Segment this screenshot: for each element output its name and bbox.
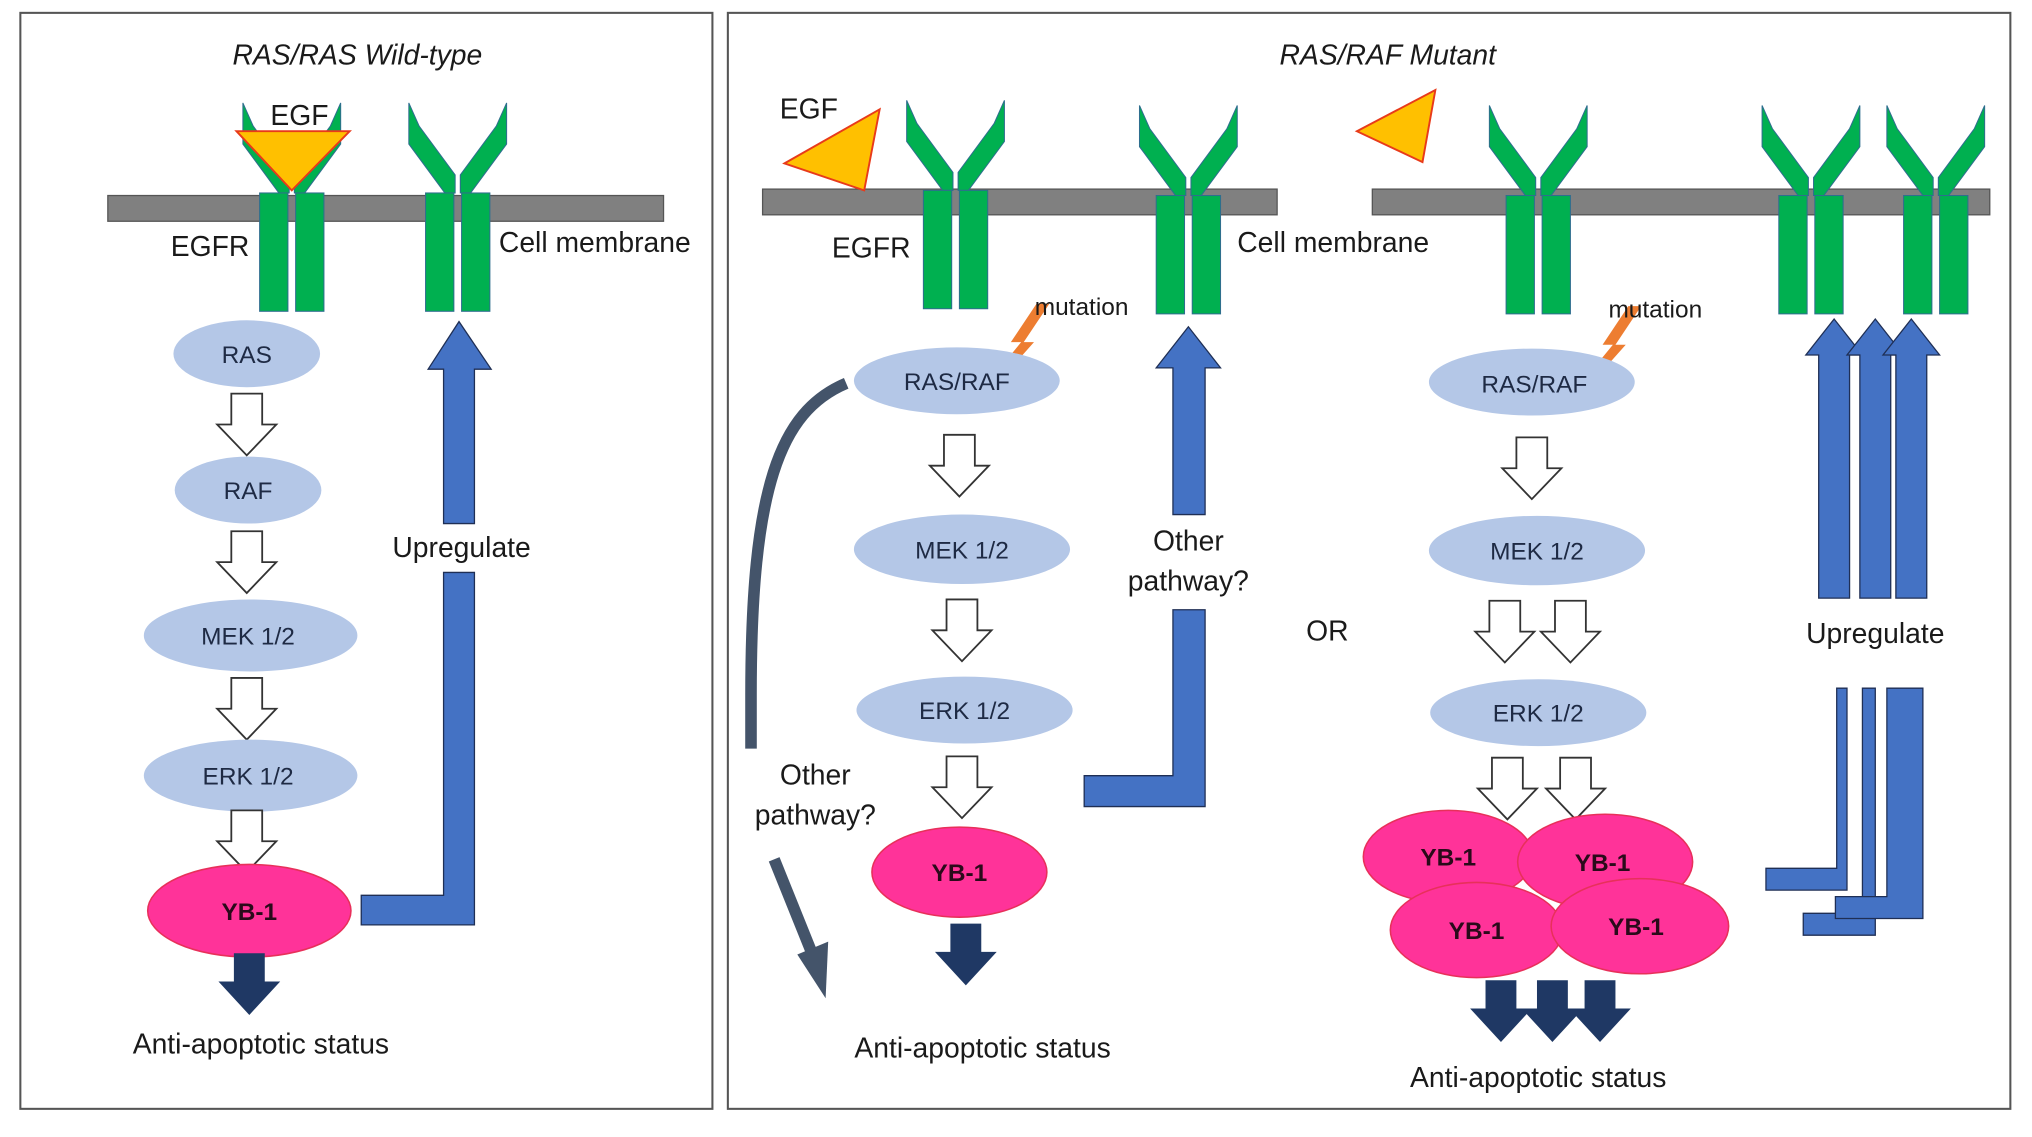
or-separator: OR xyxy=(1306,615,1348,647)
node-raf xyxy=(174,456,322,524)
node-erk xyxy=(856,676,1073,744)
node-mek-label: MEK 1/2 xyxy=(915,537,1009,564)
outcome-arrow xyxy=(1569,980,1631,1042)
panel-title: RAS/RAS Wild-type xyxy=(232,38,482,70)
cascade-arrow xyxy=(1476,756,1538,821)
node-mek xyxy=(143,599,358,672)
cascade-arrow xyxy=(216,392,278,457)
cell-membrane-label: Cell membrane xyxy=(1237,226,1429,258)
cell-membrane-label: Cell membrane xyxy=(499,226,691,258)
node-yb1-label: YB-1 xyxy=(1575,850,1631,877)
cascade-arrow xyxy=(928,433,990,498)
cascade-arrow xyxy=(931,598,993,663)
node-yb1 xyxy=(871,826,1048,918)
node-erk-label: ERK 1/2 xyxy=(1493,701,1584,728)
cell-membrane xyxy=(1371,188,1991,216)
mutation-label: mutation xyxy=(1608,297,1702,324)
other-pathway-line: pathway? xyxy=(1128,564,1249,596)
node-yb1 xyxy=(1550,877,1730,975)
node-ras-raf-label: RAS/RAF xyxy=(904,369,1010,396)
egf-label: EGF xyxy=(270,99,328,131)
outcome-arrow xyxy=(934,923,997,986)
node-ras-raf xyxy=(853,347,1060,415)
cell-membrane xyxy=(107,194,665,222)
alt-pathway-arrowhead xyxy=(797,941,829,999)
node-mek xyxy=(1428,515,1646,586)
other-pathway-arrow-upper xyxy=(1154,325,1222,516)
cascade-arrow xyxy=(216,677,278,741)
upregulate-arrow-lower xyxy=(1765,687,1848,891)
outcome-arrow xyxy=(218,953,281,1015)
node-ras-raf xyxy=(1428,348,1635,416)
egf-ligand-bound xyxy=(234,130,352,192)
upregulate-label: Upregulate xyxy=(1806,617,1944,649)
cascade-arrow xyxy=(931,755,993,820)
node-yb1-label: YB-1 xyxy=(221,899,277,926)
outcome-label: Anti-apoptotic status xyxy=(133,1028,389,1060)
outcome-label: Anti-apoptotic status xyxy=(1410,1061,1666,1093)
panel-border xyxy=(19,11,714,1110)
alt-pathway-curve xyxy=(745,378,849,749)
egf-ligand-unbound xyxy=(1354,88,1437,164)
panel-mutant: RAS/RAF Mutant EGF EGFR Cell membrane mu… xyxy=(726,11,2012,1110)
node-ras-raf-label: RAS/RAF xyxy=(1481,371,1587,398)
other-pathway-left-label: Other pathway? xyxy=(755,759,876,831)
mutation-label: mutation xyxy=(1035,294,1129,321)
scenario-a: EGF EGFR Cell membrane mutation RAS/RAF … xyxy=(745,92,1429,1063)
alt-pathway-curve-lower xyxy=(768,857,817,955)
node-ras-label: RAS xyxy=(222,342,272,369)
egf-label: EGF xyxy=(780,92,838,124)
other-pathway-line: Other xyxy=(780,759,851,791)
other-pathway-arrow-lower xyxy=(1083,609,1206,808)
other-pathway-line: pathway? xyxy=(755,799,876,831)
node-erk-label: ERK 1/2 xyxy=(203,764,294,791)
upregulate-arrow-upper xyxy=(426,320,493,525)
egfr-label: EGFR xyxy=(832,231,911,263)
other-pathway-right-label: Other pathway? xyxy=(1128,525,1249,597)
upregulate-arrow-upper xyxy=(1845,317,1905,599)
cascade-arrow xyxy=(216,809,278,874)
node-mek-label: MEK 1/2 xyxy=(201,623,295,650)
other-pathway-line: Other xyxy=(1153,525,1224,557)
node-yb1-label: YB-1 xyxy=(1449,918,1505,945)
scenario-b: mutation RAS/RAF MEK 1/2 ERK 1/2 YB-1 YB… xyxy=(1354,88,1991,1093)
node-yb1-label: YB-1 xyxy=(932,860,988,887)
panel-wild-type: RAS/RAS Wild-type EGF EGFR Cell membrane… xyxy=(19,11,714,1110)
node-erk-label: ERK 1/2 xyxy=(919,698,1010,725)
node-erk xyxy=(143,739,358,812)
cascade-arrow xyxy=(216,530,278,594)
upregulate-arrow-upper xyxy=(1881,317,1941,599)
node-ras xyxy=(173,320,321,388)
cascade-arrow xyxy=(1539,599,1601,664)
upregulate-arrow-lower xyxy=(360,571,476,926)
node-erk xyxy=(1430,679,1647,747)
panel-title: RAS/RAF Mutant xyxy=(1280,38,1498,70)
egf-ligand-unbound xyxy=(782,107,881,192)
node-raf-label: RAF xyxy=(224,478,273,505)
node-yb1-label: YB-1 xyxy=(1420,845,1476,872)
upregulate-label: Upregulate xyxy=(392,531,530,563)
node-mek-label: MEK 1/2 xyxy=(1490,539,1584,566)
cascade-arrow xyxy=(1474,599,1536,664)
upregulate-arrow-upper xyxy=(1804,317,1864,599)
outcome-label: Anti-apoptotic status xyxy=(854,1031,1110,1063)
outcome-arrow xyxy=(1470,980,1532,1042)
node-mek xyxy=(853,514,1071,585)
egfr-label: EGFR xyxy=(171,230,250,262)
cascade-arrow xyxy=(1501,436,1563,501)
node-yb1-label: YB-1 xyxy=(1608,914,1664,941)
panel-border xyxy=(726,11,2012,1110)
cascade-arrow xyxy=(1545,756,1607,821)
upregulate-arrow-lower xyxy=(1834,687,1924,920)
